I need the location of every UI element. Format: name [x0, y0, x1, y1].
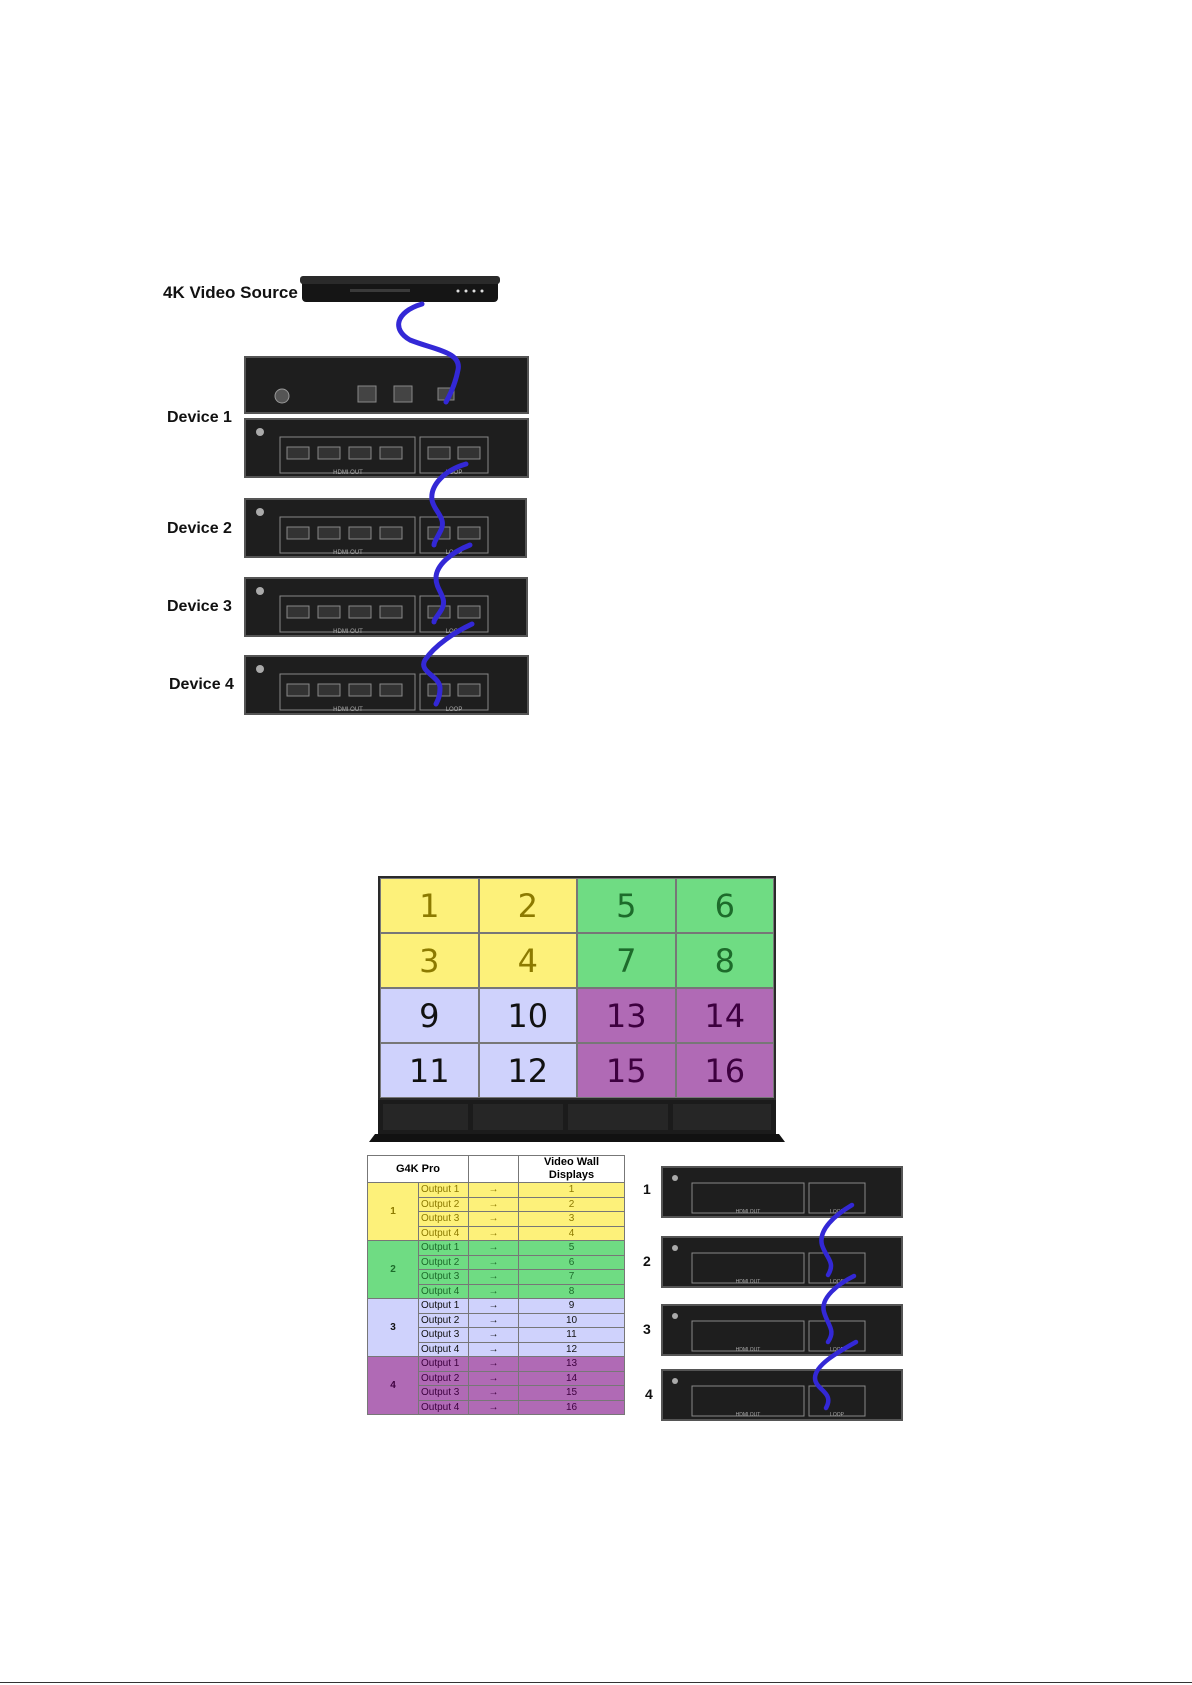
video-wall-stand: [369, 1100, 785, 1142]
cable-device-3-to-device-4: [421, 621, 475, 707]
wall-tile-16: 16: [675, 1043, 774, 1098]
device-2-hdmi-out-caption: HDMI OUT: [333, 550, 363, 556]
table-row: Output 4→16: [367, 1399, 625, 1415]
device-4-loop-caption: LOOP: [446, 707, 463, 713]
wall-tile-15: 15: [577, 1043, 676, 1098]
display-cell: 16: [518, 1399, 625, 1415]
group-id-cell: 4: [367, 1356, 419, 1415]
device-2-label: Device 2: [167, 520, 232, 537]
display-cell: 9: [518, 1298, 625, 1314]
group-id-cell: 3: [367, 1298, 419, 1357]
wall-tile-9: 9: [380, 988, 479, 1043]
header-arrow-column: [468, 1155, 519, 1183]
header-g4k-pro: G4K Pro: [367, 1155, 469, 1183]
table-row: Output 2→10: [367, 1312, 625, 1328]
chain-label-3: 3: [643, 1321, 651, 1337]
wall-tile-11: 11: [380, 1043, 479, 1098]
wall-tile-10: 10: [478, 988, 577, 1043]
group-id-cell: 2: [367, 1240, 419, 1299]
wall-tile-14: 14: [675, 988, 774, 1043]
upper-diagram-graphics: HDMI OUT LOOP HDMI OUT LOOP HDMI OUT LOO…: [244, 276, 529, 715]
wall-tile-8: 8: [675, 933, 774, 988]
chain-device-4: [661, 1369, 903, 1421]
chain-4-loop-caption: LOOP: [830, 1412, 845, 1418]
video-source-player: [300, 276, 500, 302]
device-3-panel: [244, 577, 528, 637]
chain-device-3: [661, 1304, 903, 1356]
device-3-label: Device 3: [167, 598, 232, 615]
chain-device-2: [661, 1236, 903, 1288]
chain-device-1: [661, 1166, 903, 1218]
wall-tile-4: 4: [478, 933, 577, 988]
device-1-front-panel: [244, 418, 529, 478]
chain-cable-1-to-2: [819, 1202, 855, 1278]
table-row: Output 3→15: [367, 1385, 625, 1401]
chain-3-hdmi-out-caption: HDMI OUT: [736, 1347, 761, 1353]
wall-tile-12: 12: [478, 1043, 577, 1098]
chain-cable-3-to-4: [812, 1339, 859, 1411]
device-3-hdmi-out-caption: HDMI OUT: [333, 629, 363, 635]
device-4-hdmi-out-caption: HDMI OUT: [333, 707, 363, 713]
chain-cable-2-to-3: [821, 1273, 857, 1345]
chain-4-hdmi-out-caption: HDMI OUT: [736, 1412, 761, 1418]
table-row: Output 2→14: [367, 1370, 625, 1386]
wall-tile-6: 6: [675, 878, 774, 933]
source-label: 4K Video Source: [163, 283, 298, 302]
chain-label-2: 2: [643, 1253, 651, 1269]
cable-source-to-device-1: [396, 301, 461, 405]
device-4-label: Device 4: [169, 676, 234, 693]
device-1-rear-panel: [244, 356, 529, 414]
table-row: Output 3→11: [367, 1327, 625, 1343]
chain-1-hdmi-out-caption: HDMI OUT: [736, 1209, 761, 1215]
wall-tile-13: 13: [577, 988, 676, 1043]
wall-tile-1: 1: [380, 878, 479, 933]
wall-tile-3: 3: [380, 933, 479, 988]
page-bottom-rule: [0, 1682, 1192, 1683]
wall-tile-5: 5: [577, 878, 676, 933]
chain-label-4: 4: [645, 1386, 653, 1402]
device-1-loop-caption: LOOP: [446, 470, 463, 476]
device-2-panel: [244, 498, 527, 558]
header-video-wall-displays: Video Wall Displays: [518, 1155, 625, 1183]
chain-3-loop-caption: LOOP: [830, 1347, 845, 1353]
device-1-hdmi-out-caption: HDMI OUT: [333, 470, 363, 476]
table-row: Output 2→2: [367, 1196, 625, 1212]
cable-device-1-to-device-2: [429, 461, 469, 548]
table-row: Output 4→4: [367, 1225, 625, 1241]
cable-device-2-to-device-3: [431, 542, 473, 625]
wall-tile-2: 2: [478, 878, 577, 933]
mapping-table-header-row: G4K Pro Video Wall Displays: [367, 1155, 625, 1183]
chain-2-loop-caption: LOOP: [830, 1279, 845, 1285]
device-4-panel: [244, 655, 529, 715]
chain-1-loop-caption: LOOP: [830, 1209, 845, 1215]
wall-tile-7: 7: [577, 933, 676, 988]
device-1-label: Device 1: [167, 409, 232, 426]
table-row: Output 2→6: [367, 1254, 625, 1270]
chain-2-hdmi-out-caption: HDMI OUT: [736, 1279, 761, 1285]
chain-label-1: 1: [643, 1181, 651, 1197]
